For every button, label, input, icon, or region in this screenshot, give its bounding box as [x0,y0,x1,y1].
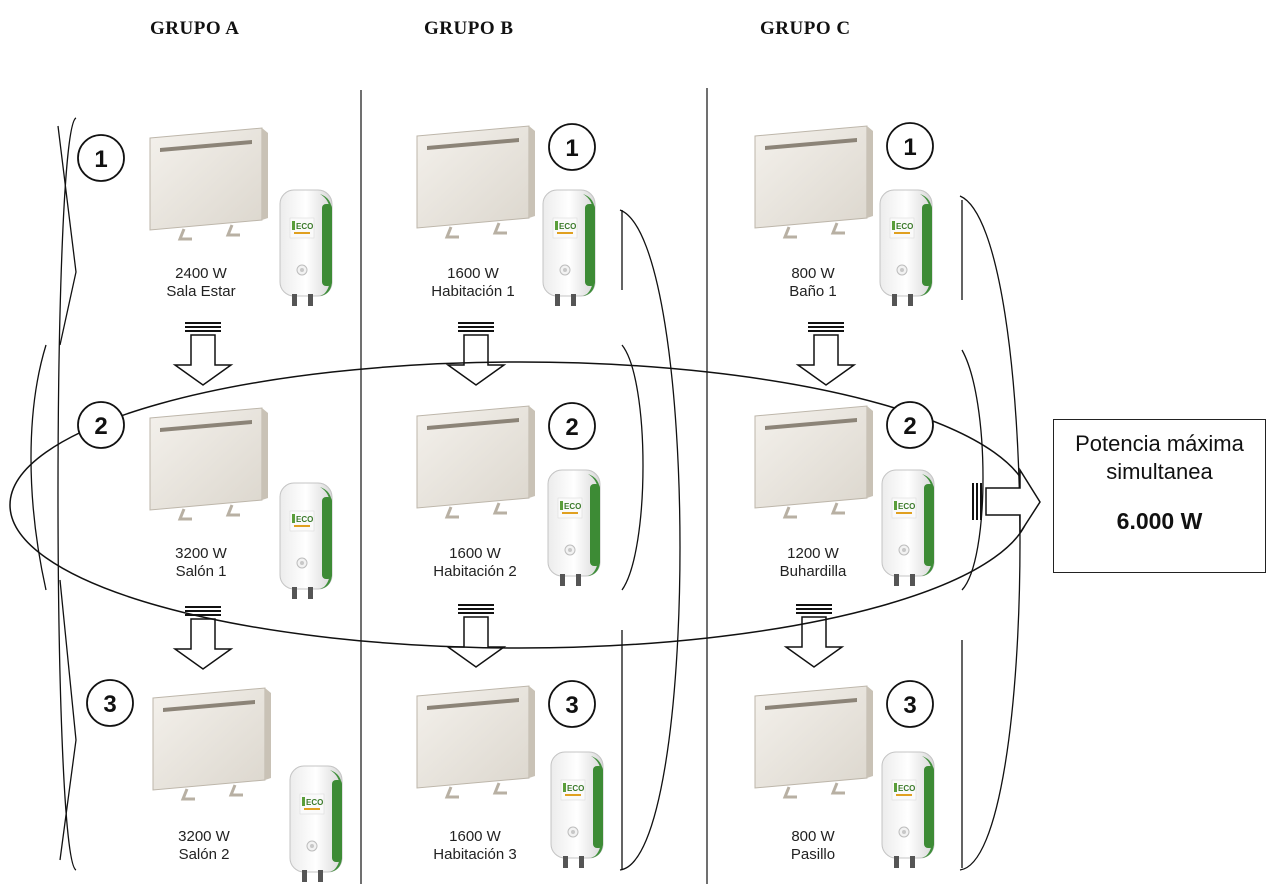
number-circle-b1 [548,123,596,171]
number-a1: 1 [94,146,107,173]
group-title-b: GRUPO B [424,18,514,39]
heater-b3 [415,684,537,799]
heater-a3 [151,686,273,801]
label-a3: 3200 W Salón 2 [134,828,274,864]
cycle-bracket-c [959,195,1021,871]
result-arrow [972,467,1041,536]
down-arrow-c23 [785,604,843,668]
heater-c3 [753,684,875,799]
power-b2: 1600 W [449,545,501,562]
number-c3: 3 [903,692,916,719]
group-title-a: GRUPO A [150,18,240,39]
room-b2: Habitación 2 [433,563,517,580]
controller-b1 [542,189,596,307]
heater-c2 [753,404,875,519]
room-c1: Baño 1 [789,283,837,300]
power-c2: 1200 W [787,545,839,562]
label-b3: 1600 W Habitación 3 [405,828,545,864]
max-power-title-line1: Potencia máxima [1075,431,1244,456]
heater-a2 [148,406,270,521]
controller-c3 [881,751,935,869]
down-arrow-b23 [447,604,505,668]
label-c1: 800 W Baño 1 [743,265,883,301]
controller-c1 [879,189,933,307]
power-b1: 1600 W [447,265,499,282]
room-a2: Salón 1 [175,563,227,580]
controller-c2 [881,469,935,587]
group-title-c: GRUPO C [760,18,851,39]
controller-a3 [289,765,343,883]
label-a1: 2400 W Sala Estar [131,265,271,301]
controller-b3 [550,751,604,869]
down-arrow-c12 [797,322,855,386]
number-b3: 3 [565,692,578,719]
number-circle-b2 [548,402,596,450]
number-circle-c3 [886,680,934,728]
power-a2: 3200 W [175,545,227,562]
power-a1: 2400 W [175,265,227,282]
number-circle-c1 [886,122,934,170]
room-b3: Habitación 3 [433,846,517,863]
max-power-title-line2: simultanea [1106,459,1213,484]
power-a3: 3200 W [178,828,230,845]
max-power-value: 6.000 W [1116,508,1203,534]
label-b2: 1600 W Habitación 2 [405,545,545,581]
number-c1: 1 [903,134,916,161]
label-b1: 1600 W Habitación 1 [403,265,543,301]
controller-a2 [279,482,333,600]
cycle-bracket-a [30,117,77,871]
room-b1: Habitación 1 [431,283,515,300]
room-c3: Pasillo [790,846,836,863]
room-a1: Sala Estar [166,283,236,300]
number-a2: 2 [94,413,107,440]
number-c2: 2 [903,413,916,440]
number-circle-b3 [548,680,596,728]
power-c1: 800 W [791,265,835,282]
label-c2: 1200 W Buhardilla [743,545,883,581]
down-arrow-a12 [174,322,232,386]
number-b1: 1 [565,135,578,162]
heater-b2 [415,404,537,519]
heater-b1 [415,124,537,239]
cycle-bracket-b [619,209,681,871]
max-power-box: Potencia máxima simultanea 6.000 W [1053,419,1266,573]
number-circle-a1 [77,134,125,182]
power-c3: 800 W [791,828,835,845]
number-b2: 2 [565,414,578,441]
label-a2: 3200 W Salón 1 [131,545,271,581]
number-circle-c2 [886,401,934,449]
room-a3: Salón 2 [178,846,230,863]
controller-a1 [279,189,333,307]
number-circle-a3 [86,679,134,727]
power-b3: 1600 W [449,828,501,845]
number-circle-a2 [77,401,125,449]
controller-b2 [547,469,601,587]
heater-c1 [753,124,875,239]
down-arrow-b12 [447,322,505,386]
heater-a1 [148,126,270,241]
number-a3: 3 [103,691,116,718]
label-c3: 800 W Pasillo [743,828,883,864]
room-c2: Buhardilla [779,563,847,580]
